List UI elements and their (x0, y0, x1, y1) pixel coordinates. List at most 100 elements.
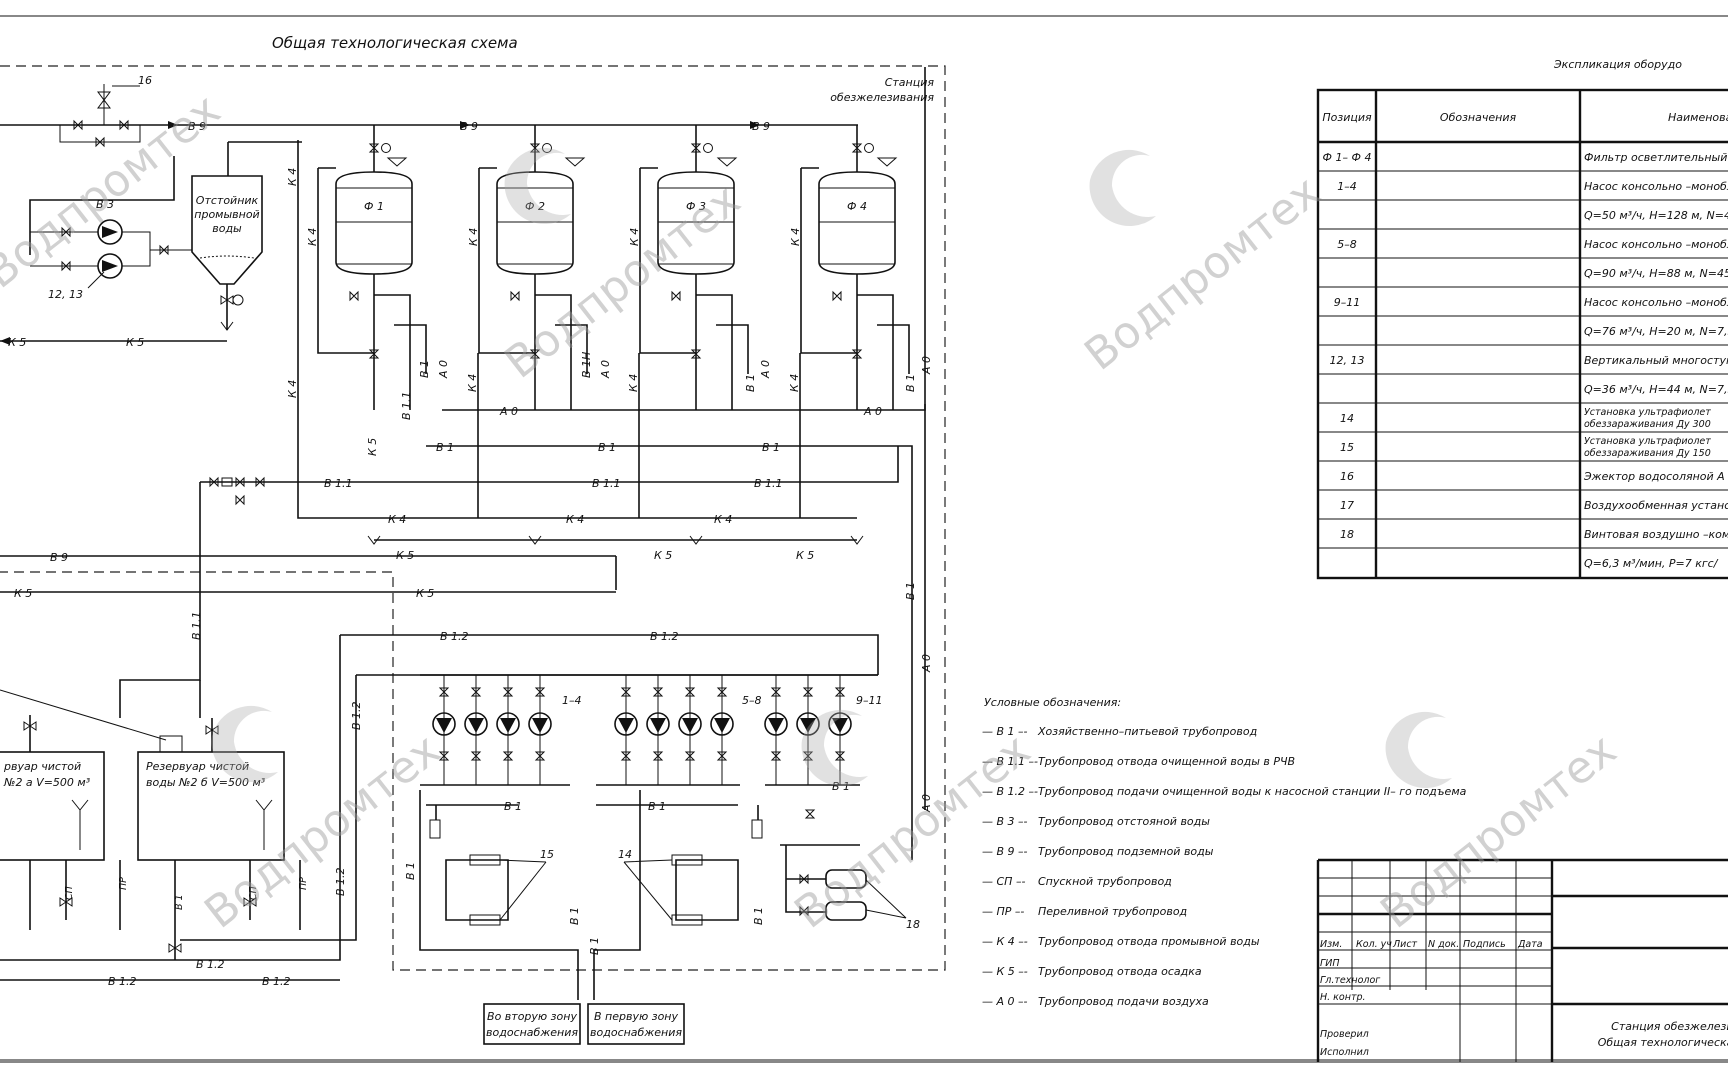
explication-name: Вертикальный многоступ (1584, 354, 1728, 367)
svg-text:Ф 3: Ф 3 (686, 200, 706, 213)
legend-code: — СП –- (982, 875, 1025, 888)
svg-text:А 0: А 0 (920, 794, 933, 813)
filter-valves (349, 143, 898, 359)
svg-text:В 1: В 1 (762, 441, 780, 454)
svg-text:К 5: К 5 (654, 549, 672, 562)
svg-text:К 4: К 4 (788, 374, 801, 392)
svg-text:В 1Н: В 1Н (580, 352, 593, 378)
legend-code: — А 0 –- (982, 995, 1028, 1008)
pump-10 (796, 675, 820, 785)
svg-text:В 1: В 1 (404, 862, 417, 880)
explication-name: Q=50 м³/ч, Н=128 м, N=45 к (1584, 209, 1728, 222)
filter-f3: Ф 3 (657, 125, 735, 410)
svg-text:К 4: К 4 (627, 374, 640, 392)
explication-name: Фильтр осветлительный (1584, 151, 1727, 164)
legend-item: — В 1.1 –-Трубопровод отвода очищенной в… (982, 755, 1295, 768)
pump-3 (496, 675, 520, 785)
svg-text:В 1.2: В 1.2 (350, 701, 363, 730)
svg-text:1–4: 1–4 (562, 694, 582, 707)
explication-name-2: обеззараживания Ду 300 (1584, 419, 1711, 430)
legend-item: — В 1.2 –-Трубопровод подачи очищенной в… (982, 785, 1467, 798)
svg-text:К 5: К 5 (796, 549, 814, 562)
svg-text:А 0: А 0 (920, 654, 933, 673)
explication-name: Установка ультрафиолет (1584, 407, 1711, 418)
svg-text:ПР: ПР (298, 877, 309, 890)
svg-text:воды №2 б V=500 м³: воды №2 б V=500 м³ (146, 776, 266, 789)
svg-text:В 1.2: В 1.2 (650, 630, 679, 643)
pipe-b11: В 1.1 В 1.1 В 1.1 В 1.1 В 1.1 (119, 391, 899, 718)
svg-text:СП: СП (248, 886, 259, 900)
svg-text:Во вторую зону: Во вторую зону (487, 1010, 577, 1023)
svg-text:Ф 2: Ф 2 (525, 200, 545, 213)
explication-name: Эжектор водосоляной А 2 (1583, 470, 1728, 483)
svg-text:5–8: 5–8 (742, 694, 762, 707)
legend-text: Трубопровод подачи очищенной воды к насо… (1038, 785, 1467, 798)
explication-row: Q=50 м³/ч, Н=128 м, N=45 к (1318, 199, 1728, 222)
svg-text:А 0: А 0 (437, 360, 450, 379)
explication-row: Q=90 м³/ч, Н=88 м, N=45 кВ (1318, 257, 1728, 280)
legend-code: — ПР –- (982, 905, 1024, 918)
legend-code: — В 9 –- (982, 845, 1028, 858)
explication-title: Экспликация оборудо (1553, 58, 1682, 71)
svg-text:В 1.1: В 1.1 (190, 611, 203, 640)
legend-item: — К 4 –-Трубопровод отвода промывной вод… (982, 935, 1260, 948)
explication-row: 14 Установка ультрафиолетобеззараживания … (1318, 402, 1728, 430)
svg-text:В 1: В 1 (904, 582, 917, 600)
legend-text: Трубопровод подземной воды (1038, 845, 1214, 858)
explication-row: Q=76 м³/ч, Н=20 м, N=7,5 кВ (1318, 315, 1728, 338)
explication-pos: Ф 1– Ф 4 (1323, 151, 1372, 164)
legend-code: — В 1 –- (982, 725, 1028, 738)
pump-5 (614, 675, 638, 785)
svg-text:В 1: В 1 (752, 907, 765, 925)
pump-row (432, 675, 852, 785)
pipe-k4: К 4 К 4 К 4 К 4 К 4 К 4 К 4 К 4 К 4 К 4 … (286, 140, 857, 526)
svg-text:К 5: К 5 (396, 549, 414, 562)
explication-pos: 14 (1340, 412, 1354, 425)
explication-name: Насос консольно –монобло (1584, 238, 1728, 251)
outlet-first-zone: В первую зону водоснабжения (587, 1003, 685, 1045)
svg-text:рвуар чистой: рвуар чистой (3, 760, 81, 773)
explication-name: Q=76 м³/ч, Н=20 м, N=7,5 кВ (1584, 325, 1728, 338)
outlet-second-zone: Во вторую зону водоснабжения (483, 1003, 581, 1045)
legend-text: Трубопровод отвода промывной воды (1038, 935, 1260, 948)
svg-text:Станция обезжелезив: Станция обезжелезив (1611, 1020, 1728, 1033)
pump-9 (764, 675, 788, 785)
svg-text:А 0: А 0 (759, 360, 772, 379)
explication-name: Насос консольно –монобло (1584, 296, 1728, 309)
filter-f4: Ф 4 (818, 125, 896, 410)
explication-table: Экспликация оборудо Позиция Обозначения … (1316, 58, 1728, 580)
legend: Условные обозначения: — В 1 –-Хозяйствен… (982, 696, 1467, 1008)
pipe-b12: В 1.2 В 1.2 В 1.2 В 1.2 В 1.2 В 1.2 В 1.… (0, 630, 879, 988)
filter-f1: Ф 1 (335, 125, 413, 410)
pump-4 (528, 675, 552, 785)
reservoir-2b: Резервуар чистой воды №2 б V=500 м³ СП В… (0, 689, 309, 960)
svg-text:А 0: А 0 (920, 356, 933, 375)
svg-text:К 5: К 5 (14, 587, 32, 600)
svg-text:В 9: В 9 (188, 120, 206, 133)
svg-text:Резервуар чистой: Резервуар чистой (146, 760, 249, 773)
svg-text:К 4: К 4 (789, 228, 802, 246)
svg-text:В 1: В 1 (904, 374, 917, 392)
pipe-b3: В 3 (29, 156, 175, 255)
svg-text:воды: воды (212, 222, 242, 235)
title-block-col: Изм. (1320, 939, 1342, 950)
pump-8 (710, 675, 734, 785)
svg-text:Обозначения: Обозначения (1440, 111, 1517, 124)
title-block-col: Кол. уч (1356, 939, 1392, 950)
legend-title: Условные обозначения: (984, 696, 1121, 709)
legend-text: Трубопровод отвода осадка (1038, 965, 1202, 978)
pump-station: 1–4 5–8 9–11 (420, 674, 883, 786)
legend-text: Переливной трубопровод (1038, 905, 1187, 918)
svg-text:К 4: К 4 (286, 380, 299, 398)
pump-11 (828, 675, 852, 785)
svg-text:В 1: В 1 (832, 780, 850, 793)
pump-2 (464, 675, 488, 785)
svg-text:В 1.1: В 1.1 (400, 391, 413, 420)
